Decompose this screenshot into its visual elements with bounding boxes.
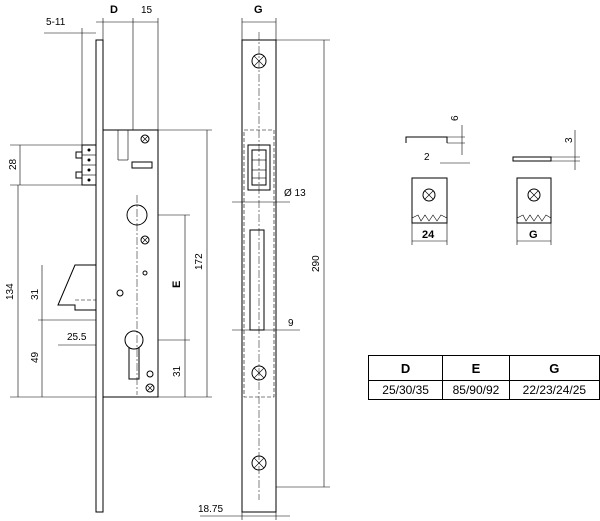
dim-49-label: 49	[30, 351, 41, 363]
strike-plate-left: 6 2 24	[405, 115, 470, 245]
dim-172-label: 172	[194, 253, 205, 270]
strike-screw-left-icon	[422, 188, 436, 202]
forend-screw-bottom-icon	[251, 455, 267, 471]
dim-2-label: 2	[424, 152, 430, 163]
cylinder-hole	[124, 330, 144, 380]
front-view: D 15 5-11 28 134 31 49 25.5 E 1	[5, 4, 212, 513]
dim-31-upper-label: 31	[30, 288, 41, 300]
spec-table-header-row: D E G	[367, 355, 600, 381]
faceplate	[95, 39, 104, 513]
spec-header-g: G	[508, 355, 600, 381]
dim-25-5-label: 25.5	[67, 332, 87, 343]
spec-header-e: E	[442, 355, 510, 381]
dim-9-label: 9	[288, 318, 294, 329]
spec-table: D E G 25/30/35 85/90/92 22/23/24/25	[367, 355, 600, 400]
dim-134-label: 134	[5, 283, 16, 300]
side-view: Ø 13 9 G 290 18.75	[198, 4, 330, 520]
dim-15-label: 15	[141, 5, 153, 16]
hook-bracket	[57, 264, 96, 311]
dim-d-label: D	[110, 4, 118, 16]
latch-opening	[247, 144, 271, 191]
dim-6-label: 6	[450, 115, 461, 121]
dim-g-side-label: G	[254, 4, 263, 16]
forend-screw-top-icon	[251, 53, 267, 69]
dim-28-label: 28	[8, 158, 19, 170]
strike-screw-right-icon	[527, 188, 541, 202]
dim-5-11-label: 5-11	[46, 17, 66, 28]
spec-value-e: 85/90/92	[442, 380, 510, 400]
dim-3-label: 3	[564, 137, 575, 143]
screw-bottom-icon	[145, 370, 155, 393]
dim-290-label: 290	[311, 255, 322, 272]
dim-31-lower-label: 31	[172, 365, 183, 377]
dim-24-label: 24	[422, 229, 435, 241]
dim-e-label: E	[171, 281, 183, 288]
strike-plate-right: 3 G	[512, 130, 580, 245]
spec-value-g: 22/23/24/25	[508, 380, 600, 400]
bolt-slot	[249, 229, 265, 331]
screw-top-icon	[140, 134, 150, 144]
dim-g-strike-label: G	[529, 229, 538, 241]
dim-13-label: Ø 13	[284, 188, 306, 199]
spec-table-value-row: 25/30/35 85/90/92 22/23/24/25	[367, 380, 600, 400]
spec-value-d: 25/30/35	[367, 380, 444, 400]
lock-case	[102, 129, 159, 398]
spec-header-d: D	[367, 355, 444, 381]
forend-screw-mid-icon	[251, 365, 267, 381]
screw-mid-icon	[140, 235, 150, 245]
latch-bolt	[75, 144, 97, 186]
dim-18-75-label: 18.75	[198, 504, 223, 515]
